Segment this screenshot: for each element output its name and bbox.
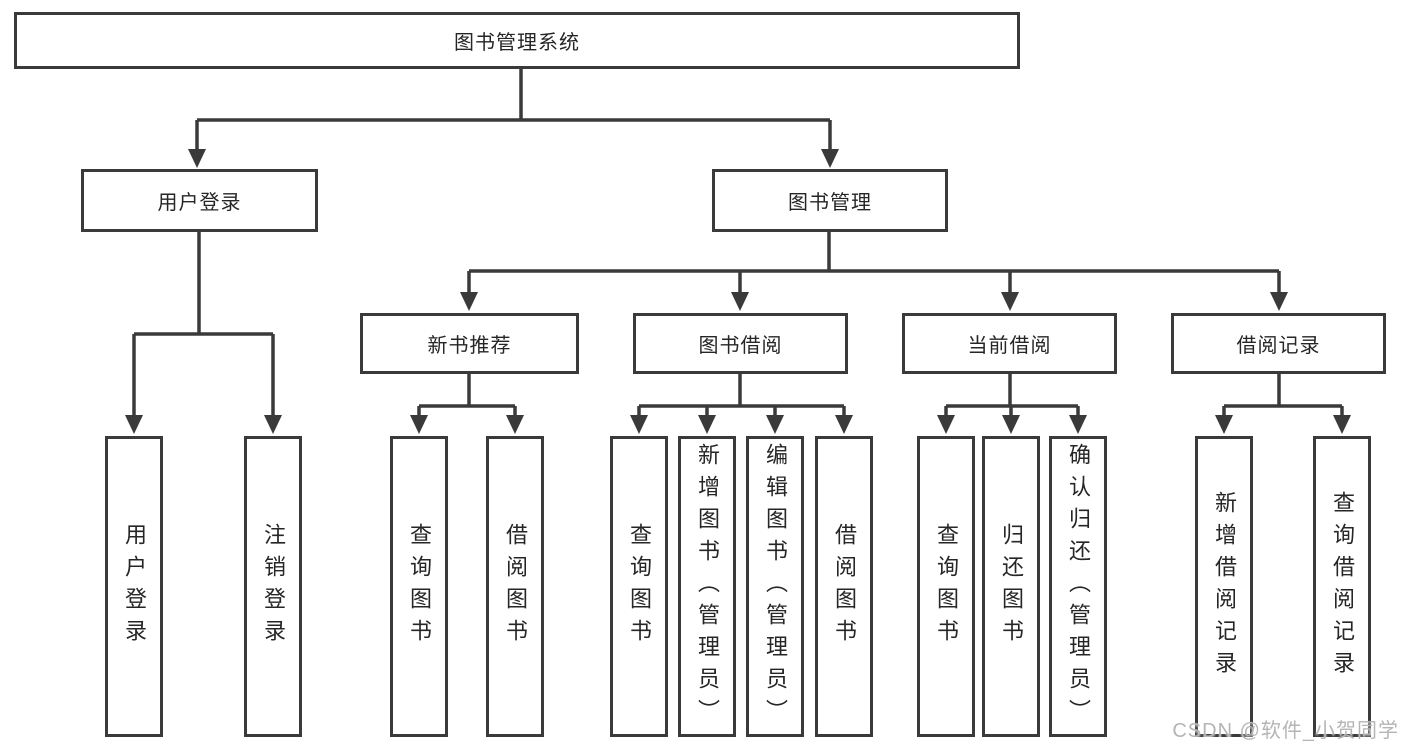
arrowhead bbox=[1270, 292, 1288, 311]
leaf-confirm-return-admin-label: 确认归还（管理员） bbox=[1066, 442, 1091, 731]
leaf-logout-label: 注销登录 bbox=[261, 522, 286, 651]
leaf-query-books-borrow: 查询图书 bbox=[610, 436, 668, 737]
node-root: 图书管理系统 bbox=[14, 12, 1020, 69]
leaf-query-books-recommend-label: 查询图书 bbox=[407, 522, 432, 651]
leaf-add-book-admin-label: 新增图书（管理员） bbox=[695, 442, 720, 731]
node-current-borrow: 当前借阅 bbox=[902, 313, 1117, 374]
leaf-borrow-books-recommend: 借阅图书 bbox=[486, 436, 544, 737]
arrowheads bbox=[125, 149, 1351, 434]
connector-borrow-record bbox=[1222, 371, 1344, 424]
leaf-add-borrow-record: 新增借阅记录 bbox=[1195, 436, 1253, 737]
node-new-book-recommend: 新书推荐 bbox=[360, 313, 579, 374]
connector-book-borrow bbox=[637, 371, 846, 424]
arrowhead bbox=[731, 292, 749, 311]
leaf-edit-book-admin: 编辑图书（管理员） bbox=[746, 436, 804, 737]
watermark: CSDN @软件_小贺同学 bbox=[1172, 720, 1399, 742]
leaf-borrow-books-recommend-label: 借阅图书 bbox=[503, 522, 528, 651]
node-root-label: 图书管理系统 bbox=[454, 32, 580, 54]
arrowhead bbox=[1215, 415, 1233, 434]
leaf-query-books-current: 查询图书 bbox=[917, 436, 975, 737]
connector-new-book bbox=[417, 371, 517, 424]
arrowhead bbox=[821, 149, 839, 168]
arrowhead bbox=[506, 415, 524, 434]
leaf-add-borrow-record-label: 新增借阅记录 bbox=[1212, 490, 1237, 683]
arrowhead bbox=[1333, 415, 1351, 434]
leaf-borrow-books-label: 借阅图书 bbox=[832, 522, 857, 651]
node-borrow-record-label: 借阅记录 bbox=[1236, 335, 1321, 357]
arrowhead bbox=[125, 415, 143, 434]
leaf-confirm-return-admin: 确认归还（管理员） bbox=[1049, 436, 1107, 737]
node-book-management: 图书管理 bbox=[712, 169, 948, 232]
leaf-user-login-label: 用户登录 bbox=[122, 522, 147, 651]
leaf-logout: 注销登录 bbox=[244, 436, 302, 737]
leaf-return-book: 归还图书 bbox=[982, 436, 1040, 737]
arrowhead bbox=[630, 415, 648, 434]
leaf-query-books-borrow-label: 查询图书 bbox=[627, 522, 652, 651]
node-book-management-label: 图书管理 bbox=[788, 192, 872, 214]
node-user-login: 用户登录 bbox=[81, 169, 318, 232]
arrowhead bbox=[698, 415, 716, 434]
node-book-borrow-label: 图书借阅 bbox=[698, 335, 783, 357]
leaf-query-books-current-label: 查询图书 bbox=[934, 522, 959, 651]
connector-user-login bbox=[132, 229, 275, 424]
leaf-user-login: 用户登录 bbox=[105, 436, 163, 737]
arrowhead bbox=[188, 149, 206, 168]
node-new-book-recommend-label: 新书推荐 bbox=[427, 335, 512, 357]
leaf-borrow-books: 借阅图书 bbox=[815, 436, 873, 737]
connector-book-management bbox=[467, 229, 1281, 301]
arrowhead bbox=[1001, 292, 1019, 311]
arrowhead bbox=[1002, 415, 1020, 434]
node-book-borrow: 图书借阅 bbox=[633, 313, 848, 374]
leaf-add-book-admin: 新增图书（管理员） bbox=[678, 436, 736, 737]
leaf-return-book-label: 归还图书 bbox=[999, 522, 1024, 651]
arrowhead bbox=[264, 415, 282, 434]
arrowhead bbox=[766, 415, 784, 434]
node-user-login-label: 用户登录 bbox=[157, 192, 242, 214]
leaf-query-borrow-record-label: 查询借阅记录 bbox=[1330, 490, 1355, 683]
node-current-borrow-label: 当前借阅 bbox=[967, 335, 1052, 357]
leaf-query-books-recommend: 查询图书 bbox=[390, 436, 448, 737]
arrowhead bbox=[1069, 415, 1087, 434]
node-borrow-record: 借阅记录 bbox=[1171, 313, 1386, 374]
arrowhead bbox=[937, 415, 955, 434]
arrowhead bbox=[410, 415, 428, 434]
leaf-query-borrow-record: 查询借阅记录 bbox=[1313, 436, 1371, 737]
leaf-edit-book-admin-label: 编辑图书（管理员） bbox=[763, 442, 788, 731]
arrowhead bbox=[460, 292, 478, 311]
connector-root bbox=[195, 65, 832, 158]
arrowhead bbox=[835, 415, 853, 434]
